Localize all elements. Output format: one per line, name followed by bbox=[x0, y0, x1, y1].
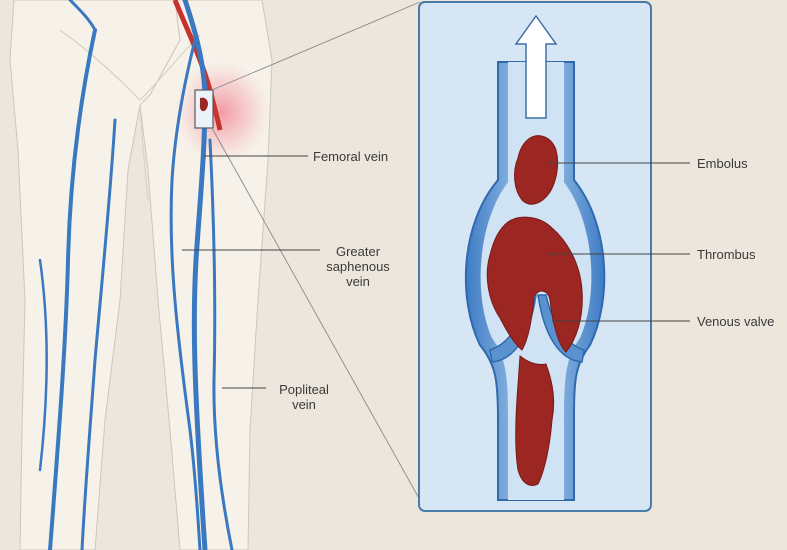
label-popliteal-line-2: vein bbox=[279, 397, 329, 412]
label-popliteal-line-1: Popliteal bbox=[279, 382, 329, 397]
label-popliteal-vein: Popliteal vein bbox=[279, 382, 329, 412]
inflammation-glow bbox=[174, 60, 270, 164]
label-greater-saphenous-line-1: Greater bbox=[326, 244, 390, 259]
label-venous-valve: Venous valve bbox=[697, 314, 774, 329]
label-greater-saphenous-vein: Greater saphenous vein bbox=[326, 244, 390, 289]
label-thrombus: Thrombus bbox=[697, 247, 756, 262]
label-femoral-vein: Femoral vein bbox=[313, 149, 388, 164]
label-greater-saphenous-line-2: saphenous bbox=[326, 259, 390, 274]
inset-panel bbox=[419, 2, 651, 511]
label-embolus: Embolus bbox=[697, 156, 748, 171]
label-greater-saphenous-line-3: vein bbox=[326, 274, 390, 289]
